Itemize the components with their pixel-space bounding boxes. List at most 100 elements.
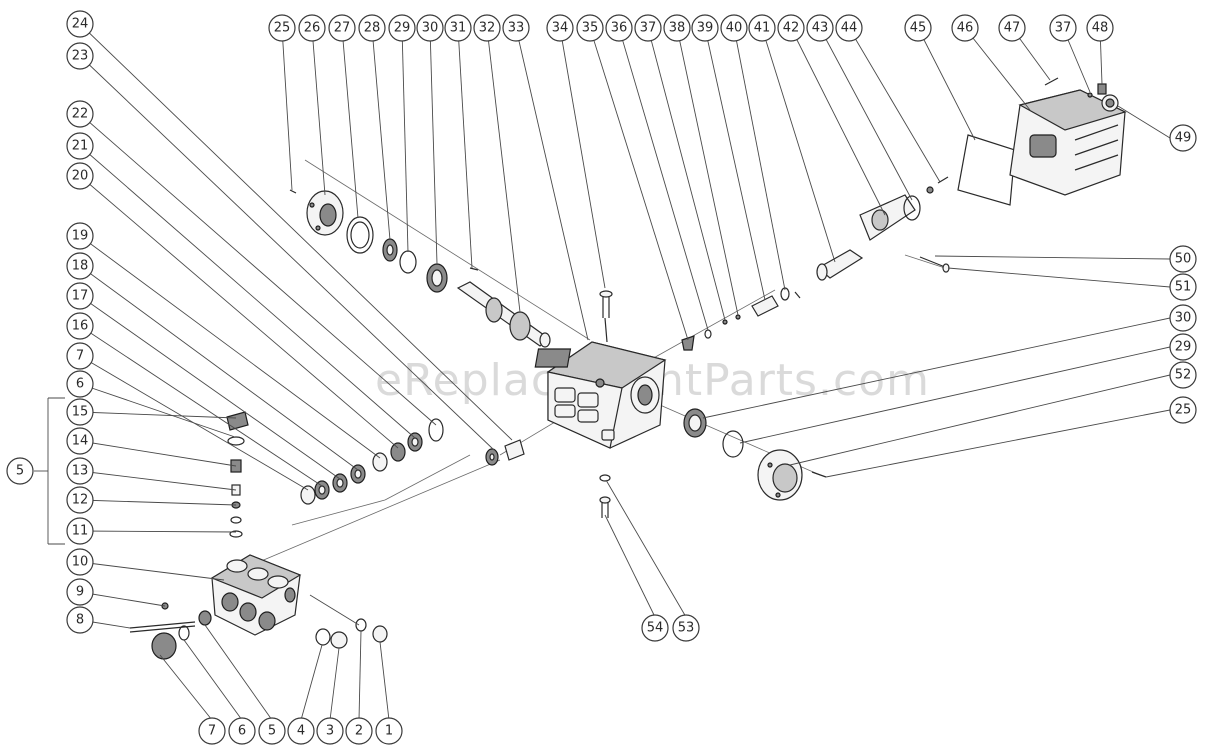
callout-top-29: 29 [388, 14, 416, 42]
callout-bubble [777, 14, 805, 42]
callout-group-5-label: 5 [16, 464, 24, 479]
callout-bubble [672, 614, 700, 642]
callout-label: 31 [450, 21, 467, 36]
callout-top-35: 35 [576, 14, 604, 42]
callout-left-19: 19 [66, 222, 94, 250]
connecting-rod-parts [681, 176, 949, 351]
callout-label: 51 [1175, 280, 1192, 295]
callout-bubble [298, 14, 326, 42]
callout-label: 23 [72, 49, 89, 64]
callout-bubble [1169, 396, 1197, 424]
crankshaft-parts [289, 189, 613, 348]
callout-label: 3 [326, 724, 334, 739]
callout-bubble [66, 252, 94, 280]
callout-top-25: 25 [268, 14, 296, 42]
callout-top-38: 38 [663, 14, 691, 42]
callout-bubble [66, 132, 94, 160]
callout-bubble [1169, 273, 1197, 301]
callout-bubble [66, 342, 94, 370]
callout-right-29: 29 [1169, 333, 1197, 361]
crankcase-part [534, 341, 667, 449]
callout-bubble [748, 14, 776, 42]
callout-left-21: 21 [66, 132, 94, 160]
callout-left-16: 16 [66, 312, 94, 340]
callout-top-48: 48 [1086, 14, 1114, 42]
callout-left-10: 10 [66, 548, 94, 576]
callout-bottom-2: 2 [345, 717, 373, 745]
callout-bubble [66, 10, 94, 38]
callout-label: 42 [783, 21, 800, 36]
callout-label: 29 [1175, 340, 1192, 355]
callout-bubble [66, 312, 94, 340]
callout-bubble [66, 427, 94, 455]
callout-label: 21 [72, 139, 89, 154]
rear-cover-parts [919, 77, 1127, 273]
callout-bubble [1169, 304, 1197, 332]
callout-top-32: 32 [473, 14, 501, 42]
callout-left-14: 14 [66, 427, 94, 455]
callout-top-26: 26 [298, 14, 326, 42]
callout-top-33: 33 [502, 14, 530, 42]
callout-label: 28 [364, 21, 381, 36]
callout-label: 25 [274, 21, 291, 36]
callout-label: 24 [72, 17, 89, 32]
callout-top-40: 40 [720, 14, 748, 42]
callout-bubble [228, 717, 256, 745]
callout-label: 4 [297, 724, 305, 739]
callout-label: 48 [1092, 21, 1109, 36]
callout-bubble [1049, 14, 1077, 42]
callout-label: 5 [268, 724, 276, 739]
callout-bubble [66, 100, 94, 128]
callout-bubble [66, 606, 94, 634]
callout-left-12: 12 [66, 486, 94, 514]
callout-label: 53 [678, 621, 695, 636]
callout-top-27: 27 [328, 14, 356, 42]
callout-right-25: 25 [1169, 396, 1197, 424]
callout-label: 25 [1175, 403, 1192, 418]
callout-label: 44 [841, 21, 858, 36]
callout-top-23: 23 [66, 42, 94, 70]
callout-label: 7 [208, 724, 216, 739]
callout-right-50: 50 [1169, 245, 1197, 273]
callout-top-30: 30 [416, 14, 444, 42]
callout-left-18: 18 [66, 252, 94, 280]
callout-label: 10 [72, 555, 89, 570]
callout-label: 54 [647, 621, 664, 636]
callout-label: 12 [72, 493, 89, 508]
callout-bubble [66, 222, 94, 250]
callout-bubble [951, 14, 979, 42]
callout-bubble [502, 14, 530, 42]
callout-label: 35 [582, 21, 599, 36]
callout-bottom-4: 4 [287, 717, 315, 745]
callout-bubble [66, 548, 94, 576]
callout-bubble [641, 614, 669, 642]
callout-bubble [66, 162, 94, 190]
callout-label: 37 [1055, 21, 1072, 36]
plunger-seal-parts [300, 418, 525, 505]
callout-bubble [691, 14, 719, 42]
callout-top-39: 39 [691, 14, 719, 42]
callout-bubble [345, 717, 373, 745]
callout-label: 8 [76, 613, 84, 628]
callout-bubble [66, 398, 94, 426]
callout-left-9: 9 [66, 578, 94, 606]
callout-label: 33 [508, 21, 525, 36]
callout-top-36: 36 [605, 14, 633, 42]
callout-label: 11 [72, 524, 89, 539]
callout-label: 39 [697, 21, 714, 36]
callout-label: 30 [1175, 311, 1192, 326]
callout-top-34: 34 [546, 14, 574, 42]
callout-bottom-1: 1 [375, 717, 403, 745]
callout-label: 26 [304, 21, 321, 36]
callout-label: 36 [611, 21, 628, 36]
callout-bubble [1169, 361, 1197, 389]
callout-bubble [546, 14, 574, 42]
callout-top-47: 47 [998, 14, 1026, 42]
callout-left-22: 22 [66, 100, 94, 128]
callout-group-5: 5 [6, 457, 34, 485]
callout-label: 2 [355, 724, 363, 739]
callout-label: 40 [726, 21, 743, 36]
callout-bubble [316, 717, 344, 745]
